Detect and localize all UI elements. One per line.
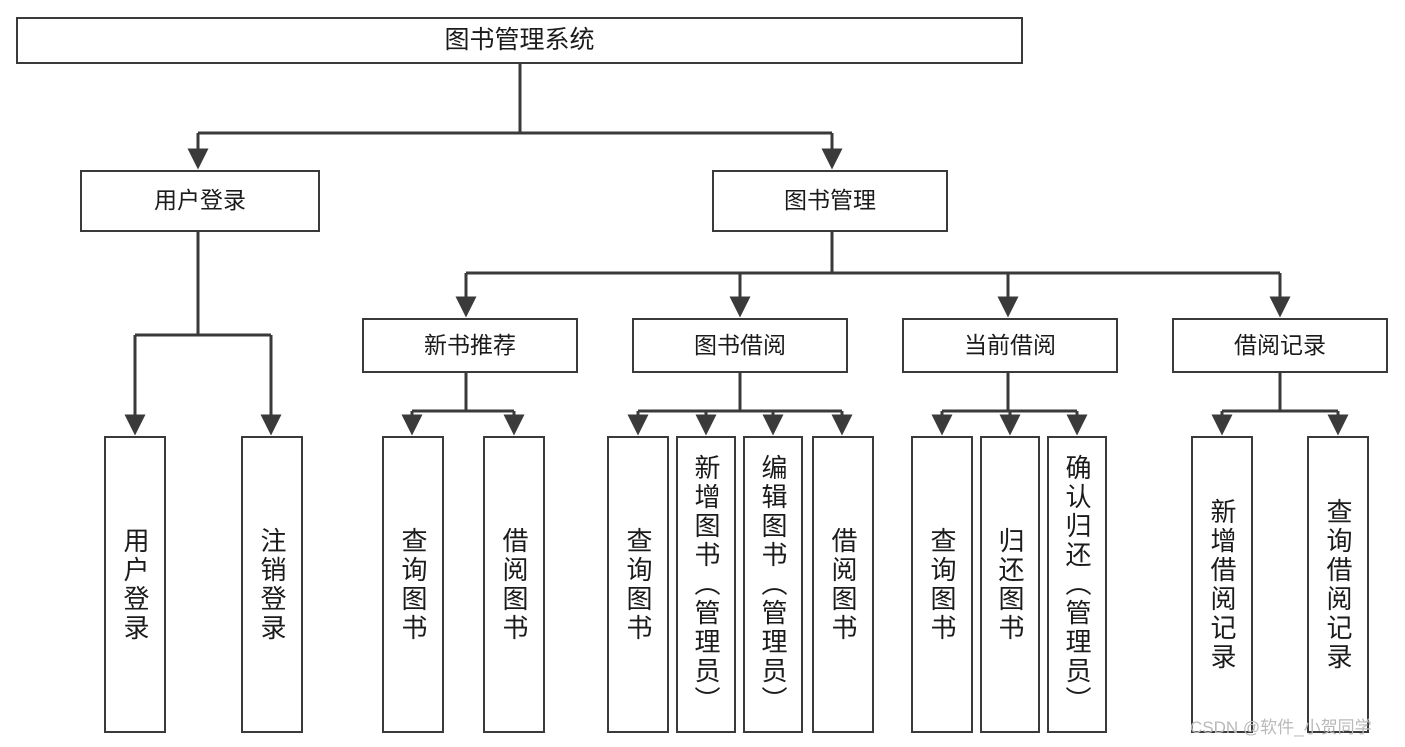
leaf-query-book-borrow[interactable]: 查询图书 <box>607 436 669 733</box>
node-label: 新书推荐 <box>424 331 516 358</box>
node-label: 编辑图书（管理员） <box>758 454 788 715</box>
leaf-borrow-book-recommend[interactable]: 借阅图书 <box>483 436 545 733</box>
node-label: 图书管理系统 <box>444 25 595 54</box>
leaf-query-borrow-record[interactable]: 查询借阅记录 <box>1307 436 1369 733</box>
node-label: 查询图书 <box>623 526 653 643</box>
leaf-user-login[interactable]: 用户登录 <box>104 436 166 733</box>
node-label: 新增借阅记录 <box>1207 497 1237 672</box>
node-label: 用户登录 <box>154 187 246 214</box>
leaf-confirm-return[interactable]: 确认归还（管理员） <box>1047 436 1107 733</box>
node-label: 注销登录 <box>257 526 287 643</box>
leaf-query-book-current[interactable]: 查询图书 <box>911 436 973 733</box>
node-user-login[interactable]: 用户登录 <box>80 170 320 232</box>
node-label: 查询图书 <box>398 526 428 643</box>
node-book-borrow[interactable]: 图书借阅 <box>632 318 848 373</box>
leaf-edit-book[interactable]: 编辑图书（管理员） <box>743 436 803 733</box>
node-label: 查询图书 <box>927 526 957 643</box>
node-label: 借阅记录 <box>1234 331 1326 358</box>
leaf-logout[interactable]: 注销登录 <box>241 436 303 733</box>
node-label: 用户登录 <box>120 526 150 643</box>
node-new-book-recommend[interactable]: 新书推荐 <box>362 318 578 373</box>
node-label: 当前借阅 <box>964 331 1056 358</box>
leaf-query-book-recommend[interactable]: 查询图书 <box>382 436 444 733</box>
leaf-return-book[interactable]: 归还图书 <box>980 436 1040 733</box>
node-label: 借阅图书 <box>828 526 858 643</box>
csdn-watermark: CSDN @软件_小贺同学 <box>1190 718 1372 737</box>
node-root-book-management-system[interactable]: 图书管理系统 <box>16 17 1023 64</box>
node-label: 归还图书 <box>995 526 1025 643</box>
node-label: 图书管理 <box>784 187 876 214</box>
node-borrow-record[interactable]: 借阅记录 <box>1172 318 1388 373</box>
node-label: 新增图书（管理员） <box>691 454 721 715</box>
leaf-add-book[interactable]: 新增图书（管理员） <box>676 436 736 733</box>
node-book-management[interactable]: 图书管理 <box>712 170 948 232</box>
node-label: 借阅图书 <box>499 526 529 643</box>
node-label: 确认归还（管理员） <box>1062 454 1092 715</box>
node-label: 查询借阅记录 <box>1323 497 1353 672</box>
leaf-borrow-book[interactable]: 借阅图书 <box>812 436 874 733</box>
leaf-add-borrow-record[interactable]: 新增借阅记录 <box>1191 436 1253 733</box>
node-current-borrow[interactable]: 当前借阅 <box>902 318 1118 373</box>
node-label: 图书借阅 <box>694 331 786 358</box>
